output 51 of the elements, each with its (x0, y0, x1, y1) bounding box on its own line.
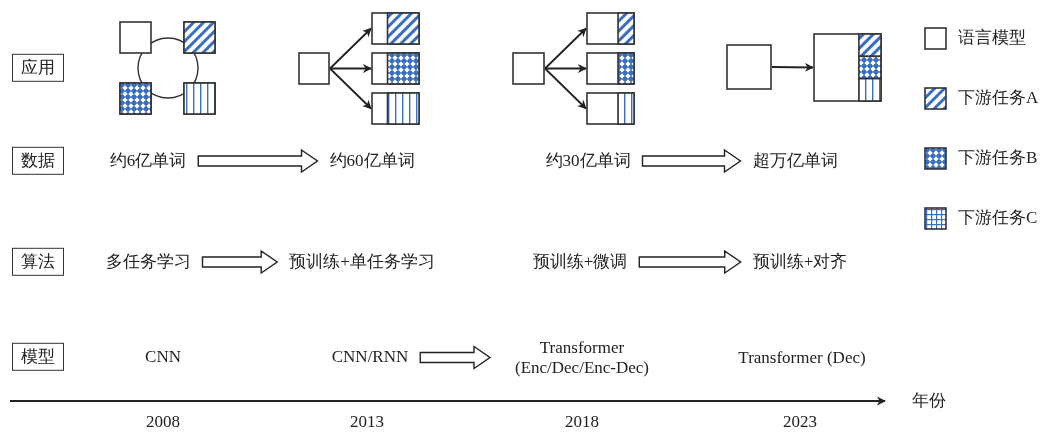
task-model-box (586, 92, 635, 125)
arrow (329, 27, 372, 70)
task-model-box (371, 92, 420, 125)
hollow-arrow (197, 148, 319, 174)
stage-text: 超万亿单词 (752, 150, 838, 172)
language-model-box (512, 52, 545, 85)
legend-text: 下游任务C (958, 207, 1038, 229)
legend-text: 下游任务B (958, 147, 1038, 169)
hollow-arrow (641, 148, 742, 174)
year-label: 2008 (146, 411, 180, 432)
stage-text: 约60亿单词 (329, 150, 415, 172)
task-model-box (586, 12, 635, 45)
arrow (544, 67, 587, 110)
legend-text: 语言模型 (958, 27, 1026, 49)
arrow (329, 64, 372, 73)
hollow-arrow (419, 345, 492, 370)
stage-text: 预训练+微调 (532, 251, 628, 273)
year-label: 2013 (350, 411, 384, 432)
task-model-box (183, 21, 216, 54)
language-model-box (726, 44, 772, 90)
stage-text: Transformer (Enc/Dec/Enc-Dec) (502, 337, 662, 379)
stage-text: Transformer (Dec) (737, 347, 867, 369)
arrow (544, 27, 587, 70)
year-label: 2018 (565, 411, 599, 432)
category-box: 应用 (12, 53, 64, 83)
arrow (544, 64, 587, 73)
stage-text: 预训练+对齐 (752, 251, 848, 273)
task-model-box (813, 33, 882, 102)
stage-text: CNN/RNN (331, 346, 409, 368)
task-model-box (586, 52, 635, 85)
hollow-arrow (638, 249, 742, 275)
stage-text: 约6亿单词 (109, 150, 187, 172)
year-label: 2023 (783, 411, 817, 432)
stage-text: 预训练+单任务学习 (289, 251, 435, 273)
task-model-box (371, 12, 420, 45)
category-box: 模型 (12, 342, 64, 372)
category-box: 算法 (12, 247, 64, 277)
legend-text: 下游任务A (958, 87, 1039, 109)
axis-label: 年份 (912, 390, 946, 412)
category-box: 数据 (12, 146, 64, 176)
arrow (771, 62, 814, 72)
stage-text: 约30亿单词 (545, 150, 631, 172)
language-model-box (119, 21, 152, 54)
hollow-arrow (201, 249, 279, 275)
language-model-box (298, 52, 330, 85)
stage-text: 多任务学习 (105, 251, 191, 273)
task-model-box (119, 82, 152, 115)
stage-text: CNN (145, 346, 181, 368)
task-model-box (183, 82, 216, 115)
task-model-box (371, 52, 420, 85)
arrow (329, 67, 372, 110)
